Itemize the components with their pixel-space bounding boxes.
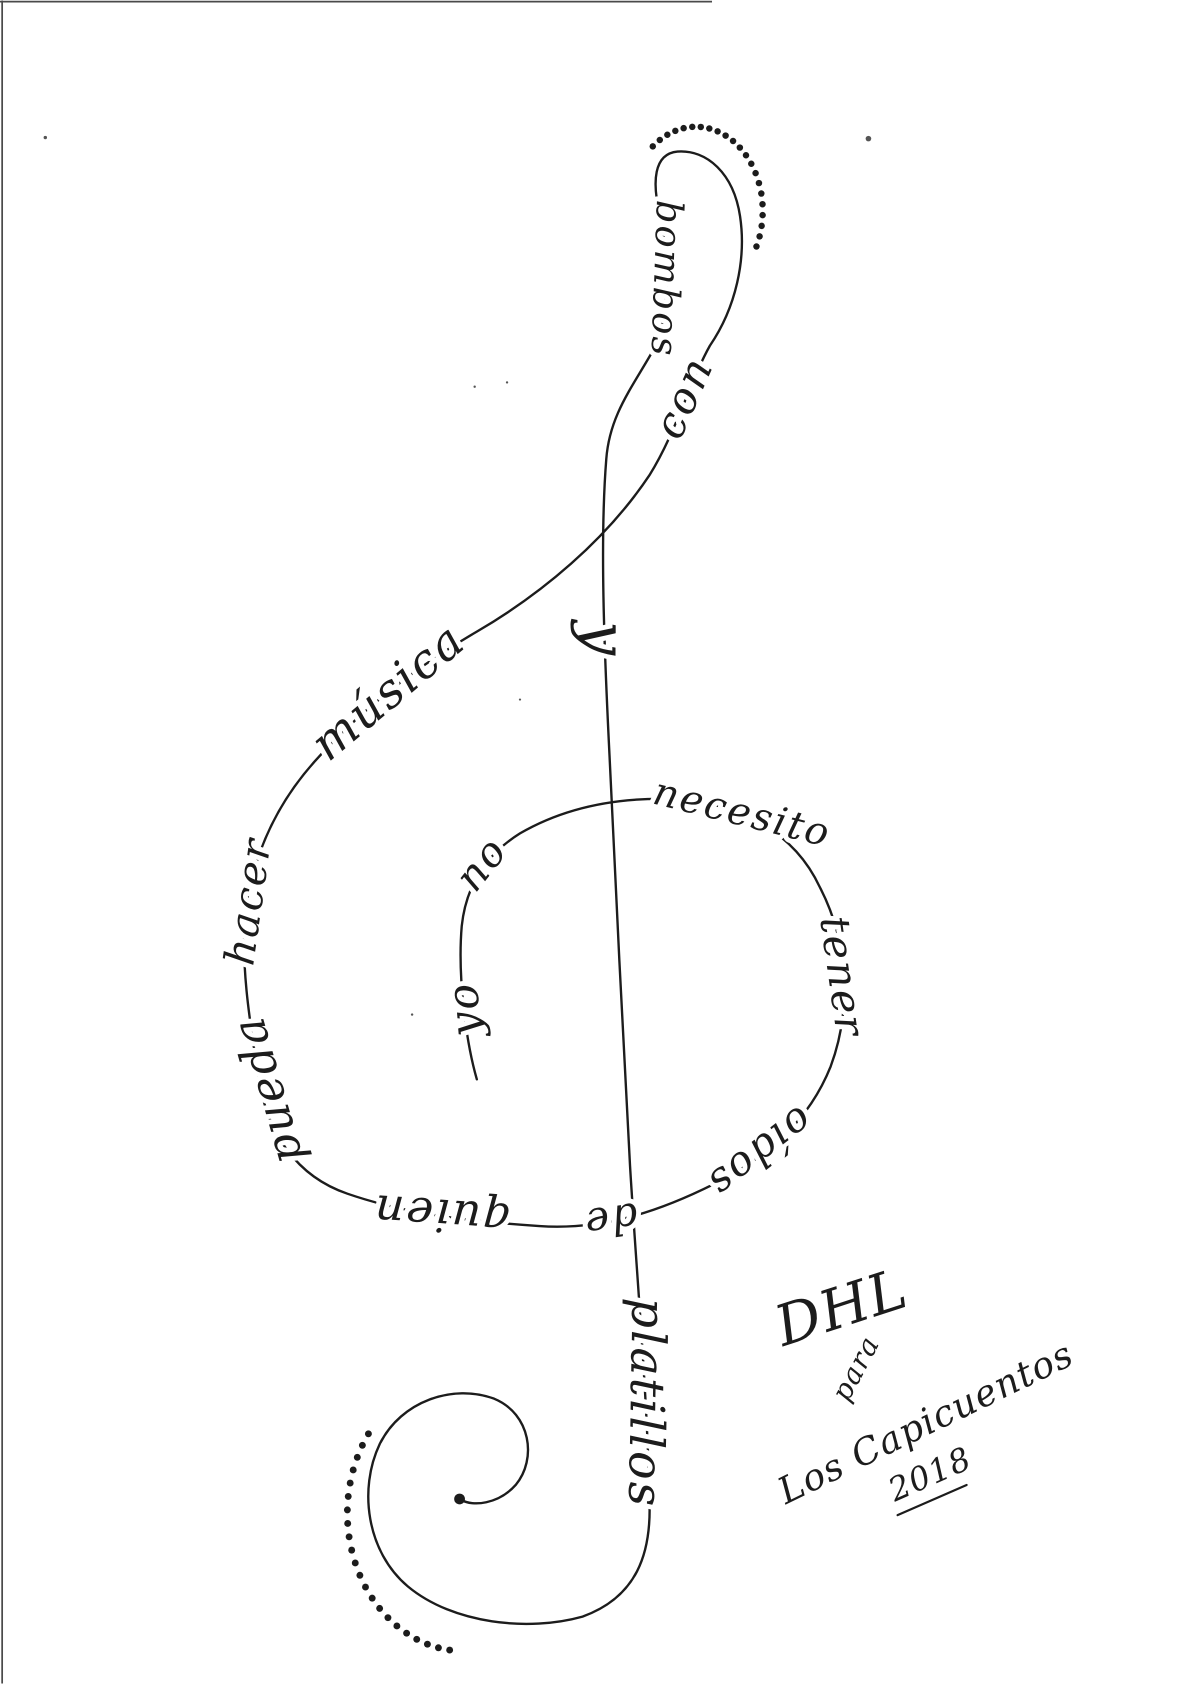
ornament-dot [759,211,766,219]
ornament-dot [756,233,763,240]
ornament-dot [344,1520,352,1527]
ornament-dot [344,1492,352,1500]
ornament-dot [697,123,705,131]
word-de: de [580,1193,641,1248]
ornament-dot [358,1441,366,1449]
ornament-dot [748,160,755,167]
ornament-dot [706,125,713,132]
ornament-dot [349,1466,357,1474]
ornament-dot [413,1635,421,1643]
ornament-dot [345,1533,353,1541]
ornament-dot [689,123,696,131]
ornament-dot [403,1629,411,1637]
ornament-dot [446,1646,454,1654]
signature-underline [896,1483,968,1517]
ornament-dot [729,137,737,145]
scan-edges [0,0,713,1684]
ornament-dot [364,1430,372,1438]
scan-speck [518,698,522,701]
ornament-dot [376,1604,384,1612]
word-platillos: platillos [617,1297,676,1509]
ornament-dot [742,151,750,159]
ornament-dot [434,1644,442,1652]
ornament-dot [680,124,687,132]
ornament-dot [423,1640,431,1648]
scan-speck [43,135,48,140]
top-loop-dots [649,123,766,250]
ornament-dot [664,131,671,138]
word-bombos: bombos [642,199,690,358]
ornament-dot [362,1583,369,1591]
ornament-dot [649,143,657,150]
ornament-dot [343,1506,351,1514]
ornament-dot [755,179,763,187]
ornament-dot [393,1622,401,1630]
scan-specks [43,135,872,1016]
ornament-dot [753,243,760,250]
word-y: y [569,618,639,657]
ornament-dot [346,1479,354,1487]
scan-speck [473,385,476,388]
treble-clef-line [242,150,846,1625]
ornament-dot [672,127,679,135]
ornament-dot [356,1571,364,1579]
ornament-dot [384,1614,392,1622]
ornament-dot [351,1559,359,1567]
ornament-dot [656,136,664,144]
ornament-dot [759,200,766,208]
word-quien: quien [371,1184,514,1247]
scan-speck [865,135,872,142]
ornament-dot [348,1546,356,1554]
word-yo: yo [438,980,493,1041]
ornament-dot [736,144,744,151]
ornament-dot [714,128,721,135]
ornament-dot [368,1594,376,1602]
bottom-curl-dots [343,1430,454,1654]
ornament-dot [722,132,729,139]
ornament-dot [758,190,765,197]
ornament-dot [758,222,765,230]
ornament-dot [752,169,759,177]
curl-center-dot [454,1493,465,1505]
scan-speck [410,1013,414,1016]
ornament-dot [353,1453,361,1461]
scan-speck [505,381,509,384]
